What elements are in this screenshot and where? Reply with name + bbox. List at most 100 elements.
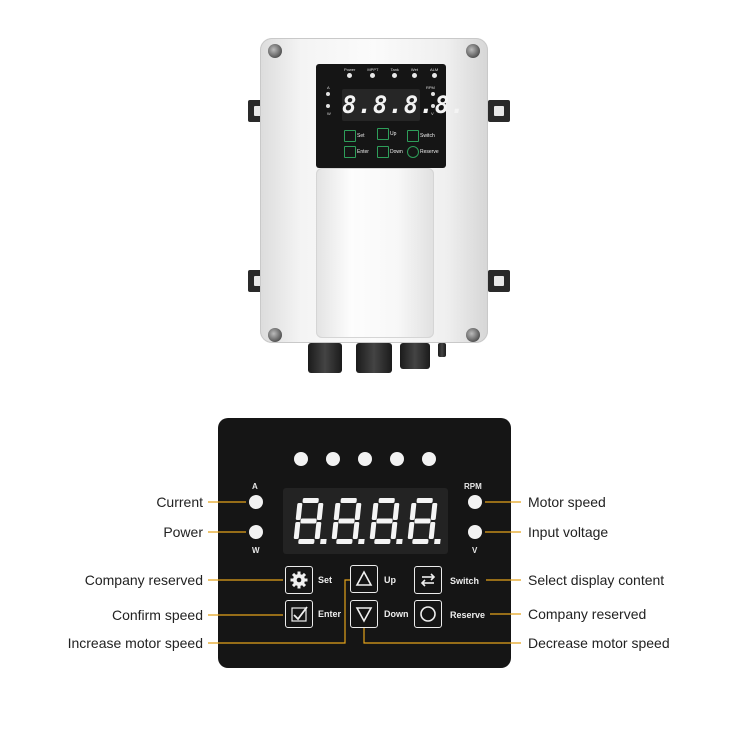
digit-segment <box>378 498 395 503</box>
unit-label-w: W <box>327 111 331 116</box>
reserve-label: Reserve <box>450 610 486 620</box>
digit-segment <box>392 503 400 520</box>
callout-decrease-motor-speed: Decrease motor speed <box>528 635 670 651</box>
cable-gland <box>400 343 430 369</box>
decimal-point <box>396 539 403 544</box>
mounting-bracket <box>488 100 510 122</box>
indicator-led <box>431 73 437 78</box>
callout-company-reserved-left: Company reserved <box>84 572 203 588</box>
digit-segment <box>298 539 315 544</box>
digit-segment <box>407 522 415 539</box>
seven-segment-display: 8.8.8.8. <box>342 89 466 121</box>
switch-arrows-icon <box>420 573 436 587</box>
digit-segment <box>295 503 303 520</box>
digit-segment <box>300 518 317 524</box>
digit-segment <box>412 539 429 544</box>
down-label: Down <box>390 149 403 155</box>
down-label: Down <box>384 609 409 619</box>
switch-label: Switch <box>420 133 435 139</box>
digit-segment <box>302 498 319 503</box>
digit-segment <box>369 522 377 539</box>
screw <box>466 328 480 342</box>
callout-power: Power <box>163 524 203 540</box>
unit-label-a: A <box>327 85 330 90</box>
digit-segment <box>428 522 436 539</box>
indicator-led <box>294 452 308 466</box>
up-label: Up <box>384 575 396 585</box>
switch-button[interactable] <box>414 566 442 594</box>
callout-motor-speed: Motor speed <box>528 494 606 510</box>
reserve-button[interactable] <box>414 600 442 628</box>
voltage-led <box>431 104 435 108</box>
seven-segment-display <box>283 488 448 554</box>
indicator-led <box>411 73 417 78</box>
digit-segment <box>414 518 431 524</box>
digit-segment <box>416 498 433 503</box>
digit-segment <box>409 503 417 520</box>
cable-gland <box>438 343 446 357</box>
digit-segment <box>333 503 341 520</box>
down-button[interactable] <box>377 146 389 158</box>
motor-speed-led <box>468 495 482 509</box>
enter-button[interactable] <box>285 600 313 628</box>
screw <box>268 328 282 342</box>
set-label: Set <box>318 575 333 585</box>
unit-label-w: W <box>252 546 260 555</box>
switch-button[interactable] <box>407 130 419 142</box>
digit-segment <box>390 522 398 539</box>
set-button[interactable] <box>285 566 313 594</box>
digit-segment <box>430 503 438 520</box>
digit-segment <box>352 522 360 539</box>
up-label: Up <box>390 131 397 137</box>
indicator-led <box>326 452 340 466</box>
set-label: Set <box>357 133 365 139</box>
display-digits <box>293 498 441 544</box>
unit-label-rpm: RPM <box>464 482 482 491</box>
seven-segment-digit <box>293 498 327 544</box>
callout-increase-motor-speed: Increase motor speed <box>67 635 203 651</box>
up-button[interactable] <box>377 128 389 140</box>
decimal-point <box>358 539 365 544</box>
power-led <box>326 104 330 108</box>
checkmark-icon <box>291 606 308 622</box>
indicator-led <box>390 452 404 466</box>
indicator-led <box>358 452 372 466</box>
circle-icon <box>420 606 436 622</box>
seven-segment-digit <box>369 498 403 544</box>
decimal-point <box>434 539 441 544</box>
indicator-led <box>370 73 376 78</box>
digit-segment <box>331 522 339 539</box>
seven-segment-digit <box>331 498 365 544</box>
digit-segment <box>354 503 362 520</box>
callout-company-reserved-right: Company reserved <box>528 606 647 622</box>
triangle-down-icon <box>355 607 373 623</box>
indicator-label: Power <box>344 67 356 72</box>
screw <box>466 44 480 58</box>
digit-segment <box>316 503 324 520</box>
enter-button[interactable] <box>344 146 356 158</box>
callout-select-display-content: Select display content <box>528 572 665 588</box>
digit-segment <box>371 503 379 520</box>
cable-gland <box>308 343 342 373</box>
motor-speed-led <box>431 92 435 96</box>
digit-segment <box>293 522 301 539</box>
controller-device-photo: Power MPPT Tank Wet ALM A W RPM V 8.8.8.… <box>238 38 510 373</box>
unit-label-v: V <box>472 546 478 555</box>
digit-segment <box>340 498 357 503</box>
cable-gland <box>356 343 392 373</box>
callout-input-voltage: Input voltage <box>528 524 609 540</box>
gear-icon <box>290 571 308 589</box>
voltage-led <box>468 525 482 539</box>
down-button[interactable] <box>350 600 378 628</box>
indicator-led <box>422 452 436 466</box>
reserve-button[interactable] <box>407 146 419 158</box>
indicator-label: ALM <box>429 67 439 72</box>
device-control-panel: Power MPPT Tank Wet ALM A W RPM V 8.8.8.… <box>316 64 466 168</box>
current-led <box>326 92 330 96</box>
enter-label: Enter <box>357 149 369 155</box>
screw <box>268 44 282 58</box>
reserve-label: Reserve <box>420 149 439 155</box>
set-button[interactable] <box>344 130 356 142</box>
digit-segment <box>336 539 353 544</box>
up-button[interactable] <box>350 565 378 593</box>
